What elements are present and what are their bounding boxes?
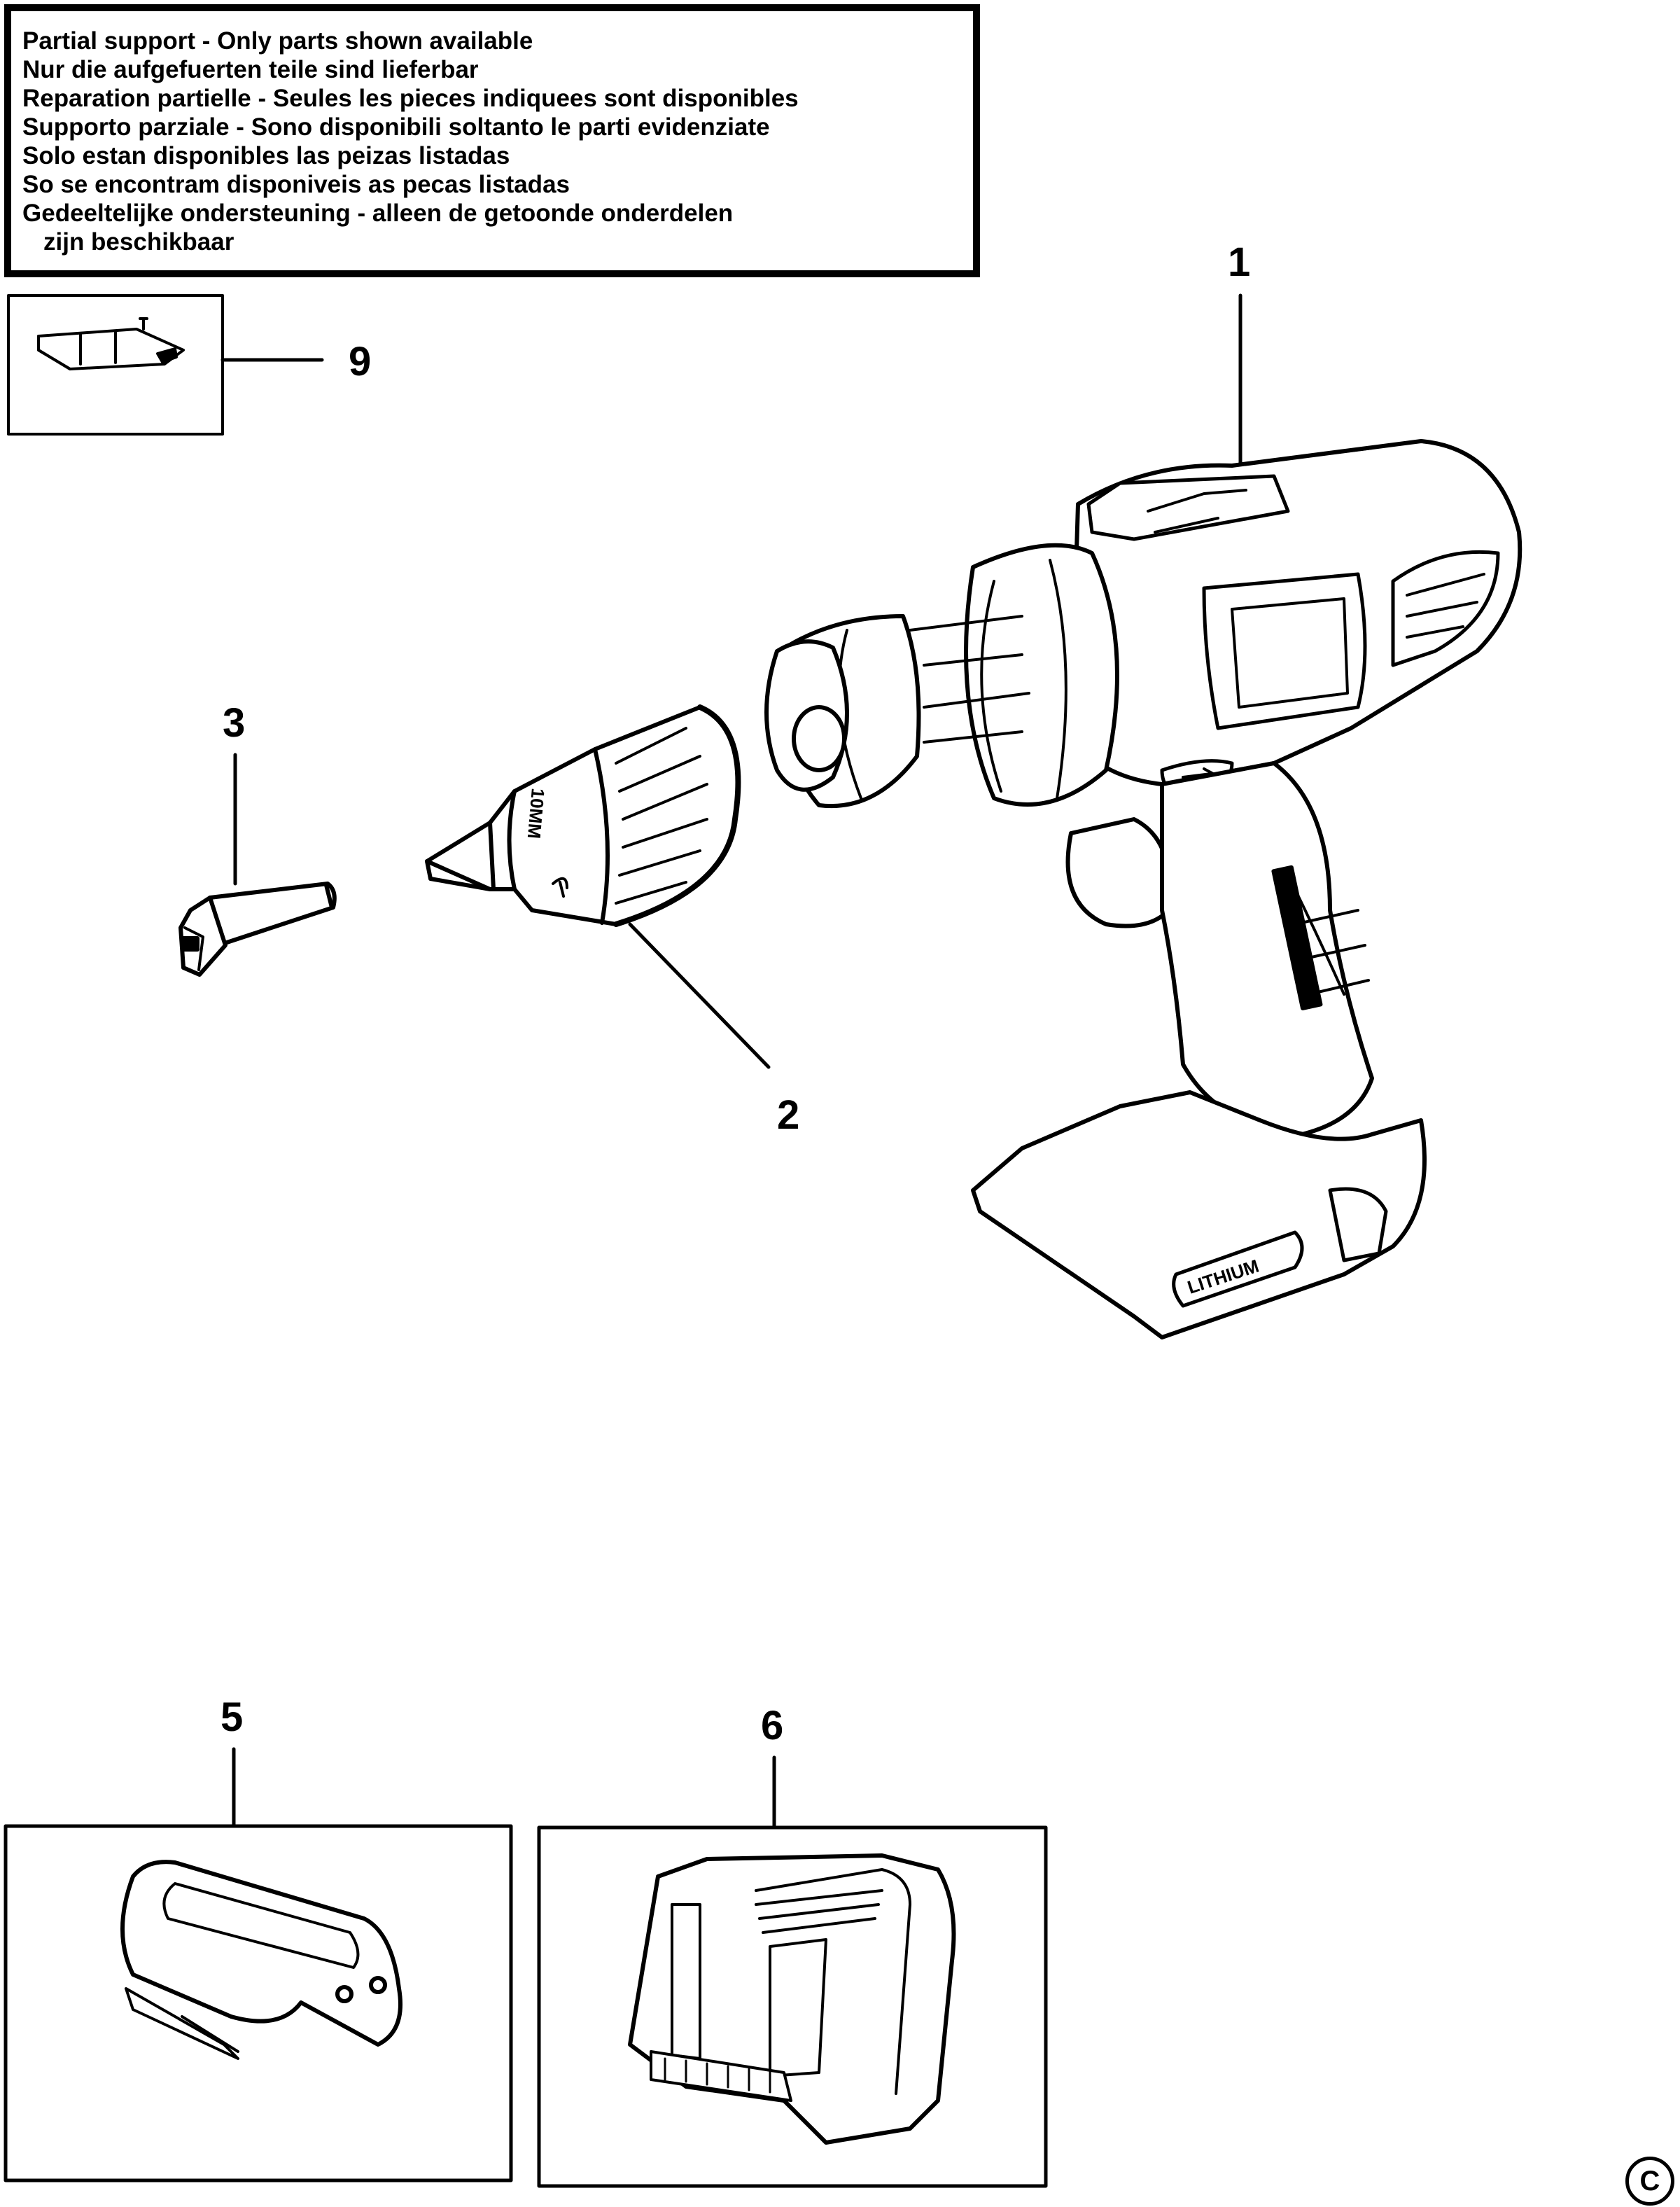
callout-6: 6 — [761, 1703, 783, 1748]
callout-9: 9 — [349, 339, 371, 384]
notice-line-es: Solo estan disponibles las peizas listad… — [22, 142, 510, 169]
chuck-illustration — [425, 704, 741, 927]
notice-line-pt: So se encontram disponiveis as pecas lis… — [22, 171, 570, 198]
callout-5: 5 — [220, 1694, 243, 1740]
drill-illustration — [764, 439, 1522, 1339]
notice-line-de: Nur die aufgefuerten teile sind lieferba… — [22, 56, 479, 83]
bit-holder-box — [7, 294, 224, 436]
notice-line-fr: Reparation partielle - Seules les pieces… — [22, 85, 799, 112]
charger-illustration — [628, 1853, 956, 2145]
callout-1: 1 — [1228, 239, 1250, 285]
copyright-symbol: C — [1625, 2157, 1674, 2206]
screwdriver-bit-illustration — [178, 882, 337, 977]
callout-2: 2 — [777, 1092, 799, 1138]
notice-line-it: Supporto parziale - Sono disponibili sol… — [22, 113, 770, 141]
chuck-size-text: 10MM — [524, 787, 549, 840]
battery-box — [4, 1824, 513, 2182]
battery-illustration — [120, 1860, 402, 2060]
notice-line-nl: Gedeeltelijke ondersteuning - alleen de … — [22, 200, 734, 227]
bit-holder-illustration — [37, 317, 185, 370]
notice-line-nl-cont: zijn beschikbaar — [43, 228, 234, 256]
leader-line-2 — [628, 922, 771, 1069]
charger-box — [537, 1825, 1048, 2188]
callout-3: 3 — [223, 700, 245, 746]
notice-line-en: Partial support - Only parts shown avail… — [22, 27, 533, 55]
partial-support-notice: Partial support - Only parts shown avail… — [4, 4, 980, 277]
